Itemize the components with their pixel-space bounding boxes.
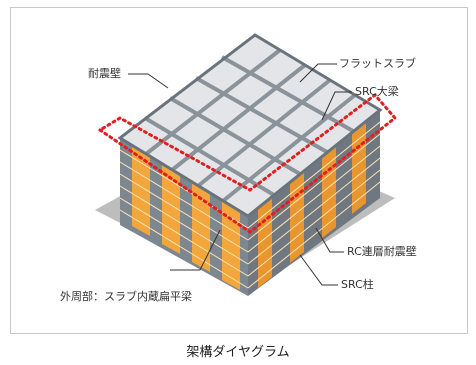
label-src-column: SRC柱 bbox=[341, 278, 374, 291]
right-columns bbox=[258, 123, 366, 288]
diagram-caption: 架構ダイヤグラム bbox=[186, 345, 290, 360]
perimeter-band bbox=[97, 92, 398, 234]
label-shear-wall: 耐震壁 bbox=[88, 67, 121, 80]
floor-lines bbox=[119, 121, 381, 289]
leader-lines bbox=[128, 63, 352, 286]
outer-beams bbox=[117, 33, 383, 218]
top-grid-beams bbox=[143, 48, 357, 203]
label-flat-slab: フラットスラブ bbox=[339, 57, 416, 70]
label-src-girder: SRC大梁 bbox=[355, 85, 399, 98]
label-rc-wall: RC連層耐震壁 bbox=[347, 245, 417, 258]
label-perimeter: 外周部：スラブ内蔵扁平梁 bbox=[60, 290, 192, 303]
